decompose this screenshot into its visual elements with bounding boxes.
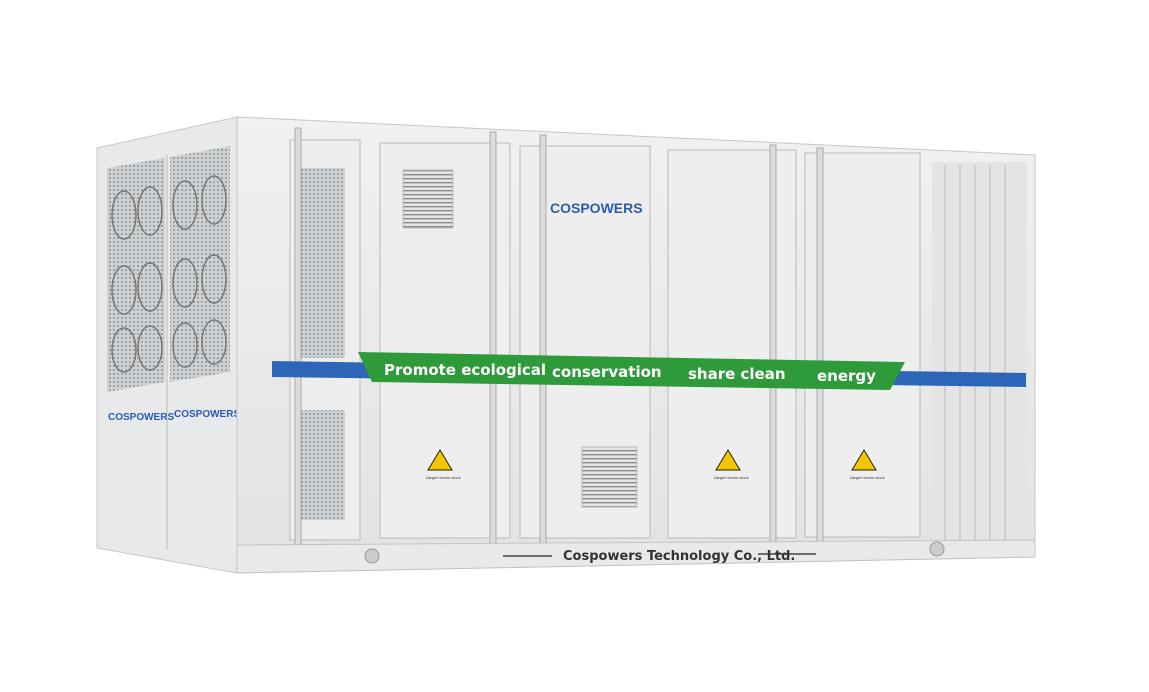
- base-rail: [236, 539, 1036, 574]
- vent-mesh-lower: [297, 410, 345, 520]
- louver-vent: [581, 446, 638, 508]
- vent-mesh-upper: [297, 168, 345, 358]
- side-logo-2: COSPOWERS: [174, 409, 240, 420]
- svg-text:Danger! electric shock: Danger! electric shock: [714, 476, 749, 480]
- louver-vent: [402, 169, 454, 229]
- eco-banner: [358, 352, 905, 390]
- manufacturer-text: Cospowers Technology Co., Ltd.: [563, 549, 795, 564]
- warning-icon: Danger! electric shock: [714, 449, 749, 480]
- banner-text-2: conservation: [552, 363, 662, 381]
- warning-icon: Danger! electric shock: [426, 449, 461, 480]
- side-logo-1: COSPOWERS: [108, 412, 174, 423]
- banner-text-1: Promote ecological: [384, 361, 546, 379]
- banner-text-3: share clean: [688, 365, 786, 383]
- svg-text:Danger! electric shock: Danger! electric shock: [850, 476, 885, 480]
- banner-text-4: energy: [817, 367, 876, 385]
- fan-grilles: [107, 146, 230, 392]
- brand-logo: COSPOWERS: [550, 200, 643, 216]
- warning-icon: Danger! electric shock: [850, 449, 885, 480]
- svg-text:Danger! electric shock: Danger! electric shock: [426, 476, 461, 480]
- corrugated-panel: [932, 162, 1027, 542]
